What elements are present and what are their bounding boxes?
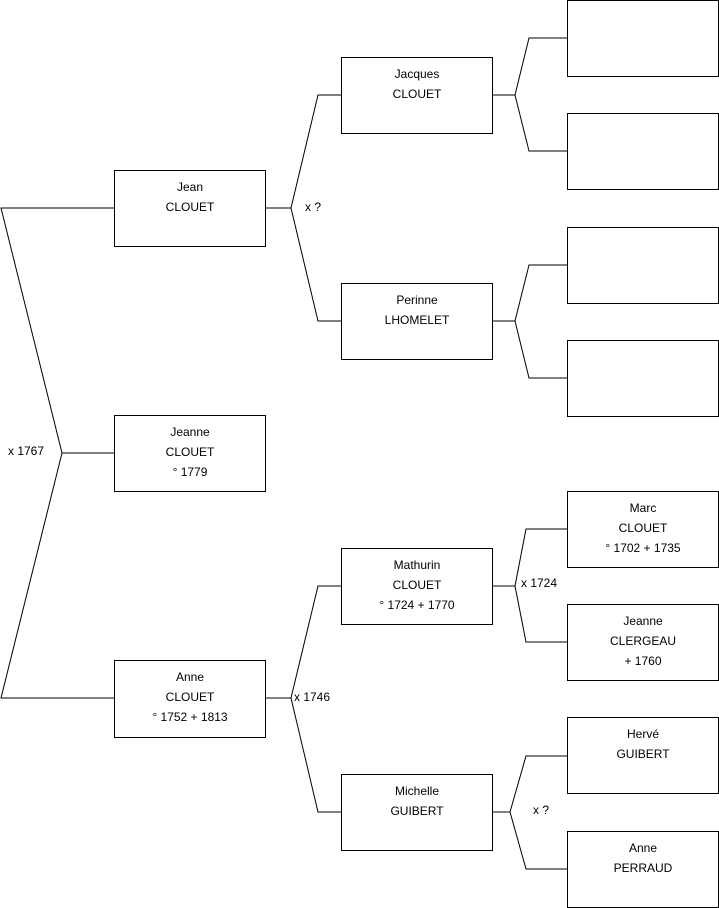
perinne-father-connector <box>492 264 567 322</box>
last-name: CLOUET <box>618 521 668 535</box>
person-box-mother: Anne CLOUET ° 1752 + 1813 <box>114 660 266 738</box>
last-name: PERRAUD <box>613 861 673 875</box>
person-box-maternal-grandfather: Mathurin CLOUET ° 1724 + 1770 <box>341 548 493 625</box>
jean-father-connector <box>265 94 341 209</box>
marriage-label-michelle: x ? <box>533 803 550 817</box>
last-name: CLERGEAU <box>609 634 677 648</box>
person-box-father: Jean CLOUET <box>114 170 266 247</box>
first-name: Anne <box>175 670 205 684</box>
person-box-empty-1 <box>567 0 719 77</box>
dates: ° 1702 + 1735 <box>605 541 681 555</box>
first-name: Jacques <box>394 67 440 81</box>
marriage-label-anne: x 1746 <box>294 690 331 704</box>
last-name: CLOUET <box>165 445 215 459</box>
first-name: Anne <box>628 841 658 855</box>
first-name: Perinne <box>396 293 438 307</box>
person-box-great-grandmother-anne: Anne PERRAUD <box>567 831 719 908</box>
first-name: Jean <box>176 180 204 194</box>
michelle-father-connector <box>492 755 567 813</box>
person-box-child: Jeanne CLOUET ° 1779 <box>114 415 266 492</box>
dates: ° 1724 + 1770 <box>379 598 455 612</box>
jean-mother-connector <box>290 207 341 322</box>
jacques-mother-connector <box>514 94 567 152</box>
last-name: CLOUET <box>392 87 442 101</box>
person-box-paternal-grandmother: Perinne LHOMELET <box>341 283 493 360</box>
marriage-label-mathurin: x 1724 <box>521 576 558 590</box>
last-name: GUIBERT <box>616 747 670 761</box>
first-name: Marc <box>629 501 657 515</box>
first-name: Michelle <box>394 784 439 798</box>
marriage-label-jean: x ? <box>305 200 322 214</box>
anne-father-connector <box>265 585 341 699</box>
mathurin-mother-connector <box>514 585 567 643</box>
dates: + 1760 <box>624 654 662 668</box>
person-box-paternal-grandfather: Jacques CLOUET <box>341 57 493 134</box>
person-box-empty-2 <box>567 113 719 190</box>
jacques-father-connector <box>492 37 567 96</box>
first-name: Mathurin <box>393 558 441 572</box>
anne-mother-connector <box>290 697 341 813</box>
person-box-great-grandfather-marc: Marc CLOUET ° 1702 + 1735 <box>567 491 719 568</box>
michelle-mother-connector <box>509 811 567 870</box>
first-name: Jeanne <box>623 614 663 628</box>
first-name: Jeanne <box>170 425 210 439</box>
marriage-label-root: x 1767 <box>8 444 45 458</box>
last-name: CLOUET <box>392 578 442 592</box>
dates: ° 1752 + 1813 <box>152 710 228 724</box>
first-name: Hervé <box>626 727 659 741</box>
last-name: LHOMELET <box>384 313 450 327</box>
person-box-great-grandfather-herve: Hervé GUIBERT <box>567 717 719 794</box>
last-name: CLOUET <box>165 690 215 704</box>
person-box-empty-3 <box>567 227 719 304</box>
person-box-empty-4 <box>567 340 719 417</box>
person-box-great-grandmother-jeanne: Jeanne CLERGEAU + 1760 <box>567 604 719 681</box>
dates: ° 1779 <box>172 465 208 479</box>
perinne-mother-connector <box>514 320 567 379</box>
last-name: GUIBERT <box>390 804 444 818</box>
mathurin-father-connector <box>492 528 567 587</box>
person-box-maternal-grandmother: Michelle GUIBERT <box>341 774 493 851</box>
last-name: CLOUET <box>165 200 215 214</box>
